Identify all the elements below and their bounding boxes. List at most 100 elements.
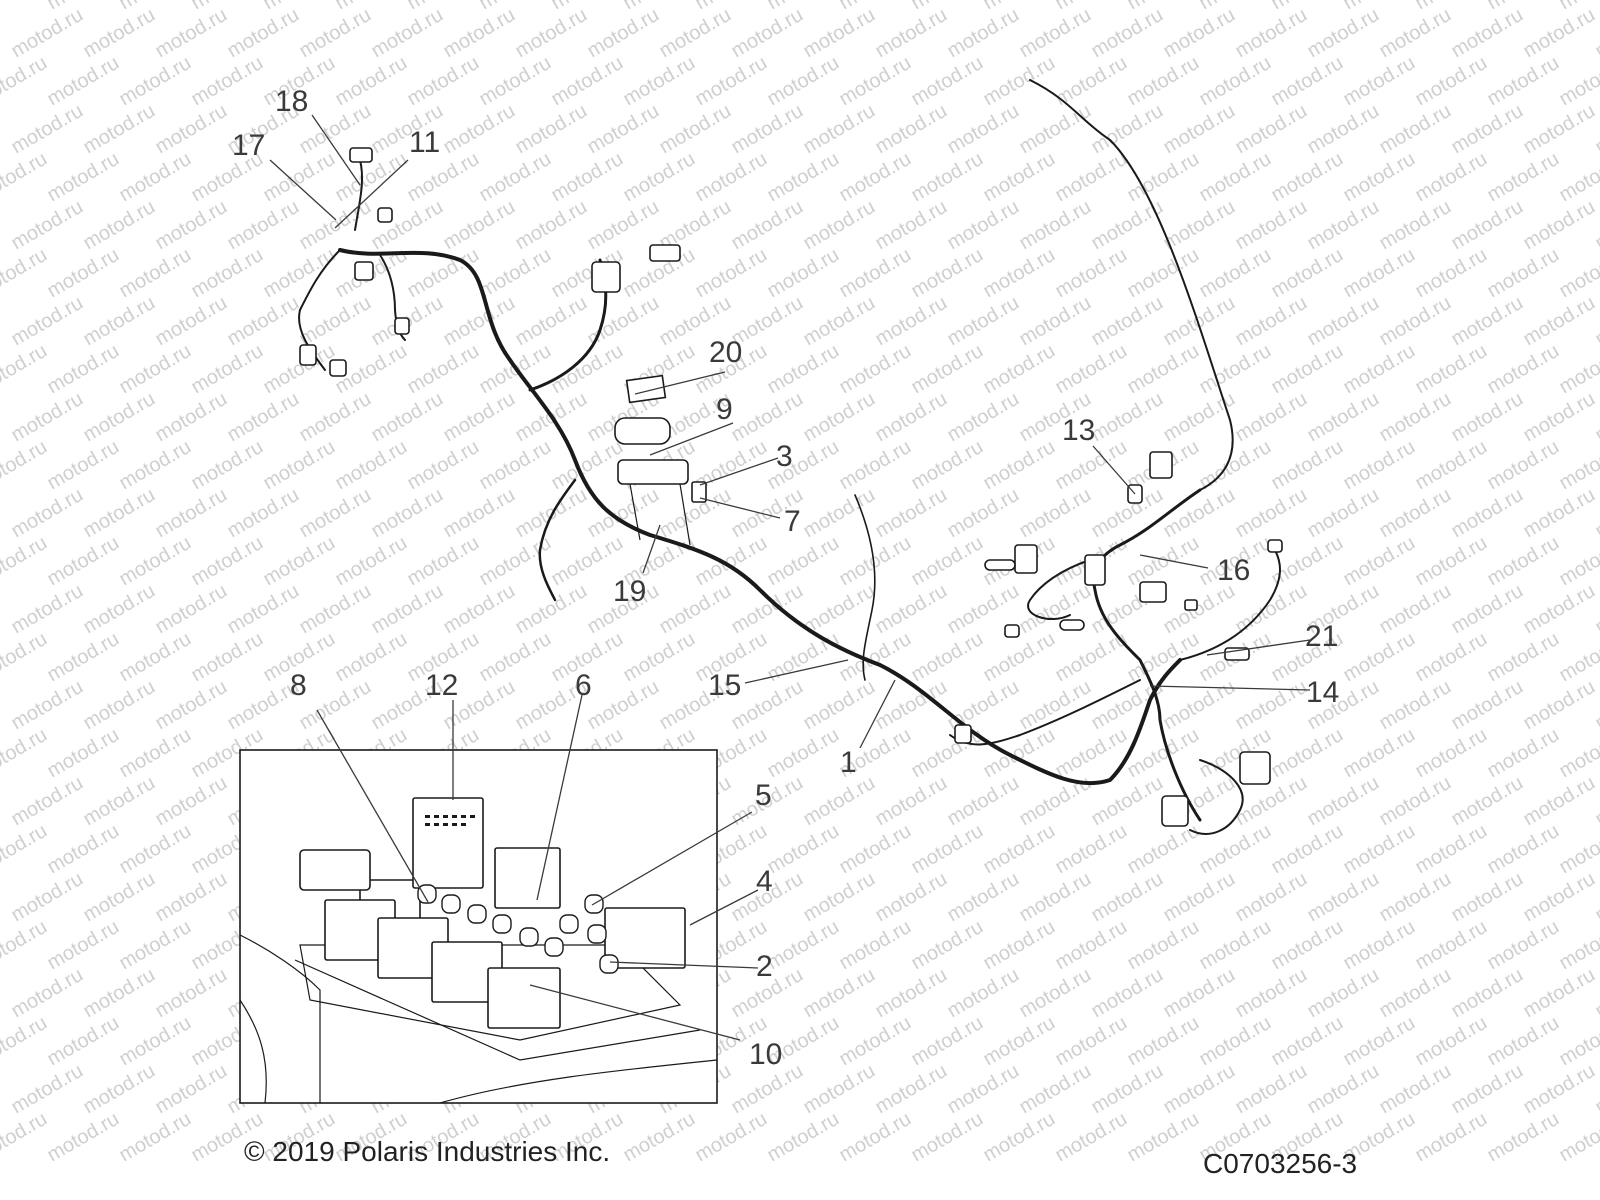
watermark-text: motod.ru bbox=[1304, 772, 1383, 831]
watermark-text: motod.ru bbox=[188, 628, 267, 687]
watermark-text: motod.ru bbox=[80, 580, 159, 639]
watermark-text: motod.ru bbox=[1232, 100, 1311, 159]
watermark-text: motod.ru bbox=[440, 196, 519, 255]
watermark-text: motod.ru bbox=[1448, 100, 1527, 159]
watermark-text: motod.ru bbox=[872, 868, 951, 927]
callout-10: 10 bbox=[749, 1038, 782, 1071]
watermark-text: motod.ru bbox=[512, 292, 591, 351]
watermark-text: motod.ru bbox=[800, 292, 879, 351]
watermark-text: motod.ru bbox=[1268, 148, 1347, 207]
watermark-text: motod.ru bbox=[836, 52, 915, 111]
watermark-text: motod.ru bbox=[1196, 0, 1275, 14]
watermark-text: motod.ru bbox=[872, 100, 951, 159]
watermark-text: motod.ru bbox=[116, 628, 195, 687]
watermark-text: motod.ru bbox=[1016, 1060, 1095, 1119]
watermark-text: motod.ru bbox=[1160, 484, 1239, 543]
watermark-text: motod.ru bbox=[1412, 436, 1491, 495]
label-part-20 bbox=[625, 374, 667, 404]
watermark-text: motod.ru bbox=[1520, 292, 1599, 351]
watermark-text: motod.ru bbox=[512, 196, 591, 255]
callout-21: 21 bbox=[1305, 620, 1338, 653]
watermark-text: motod.ru bbox=[1232, 868, 1311, 927]
watermark-text: motod.ru bbox=[1304, 388, 1383, 447]
watermark-text: motod.ru bbox=[584, 4, 663, 63]
watermark-text: motod.ru bbox=[1016, 964, 1095, 1023]
watermark-text: motod.ru bbox=[764, 340, 843, 399]
watermark-text: motod.ru bbox=[44, 1108, 123, 1167]
watermark-text: motod.ru bbox=[764, 724, 843, 783]
watermark-text: motod.ru bbox=[1268, 1012, 1347, 1071]
watermark-text: motod.ru bbox=[1448, 388, 1527, 447]
watermark-text: motod.ru bbox=[1484, 436, 1563, 495]
watermark-text: motod.ru bbox=[1304, 1060, 1383, 1119]
watermark-text: motod.ru bbox=[944, 964, 1023, 1023]
watermark-text: motod.ru bbox=[836, 436, 915, 495]
watermark-text: motod.ru bbox=[944, 292, 1023, 351]
watermark-text: motod.ru bbox=[1052, 148, 1131, 207]
watermark-text: motod.ru bbox=[44, 0, 123, 14]
watermark-text: motod.ru bbox=[1124, 916, 1203, 975]
watermark-text: motod.ru bbox=[692, 148, 771, 207]
watermark-text: motod.ru bbox=[1016, 292, 1095, 351]
watermark-text: motod.ru bbox=[1232, 388, 1311, 447]
watermark-text: motod.ru bbox=[980, 820, 1059, 879]
watermark-text: motod.ru bbox=[908, 436, 987, 495]
watermark-text: motod.ru bbox=[1052, 244, 1131, 303]
watermark-text: motod.ru bbox=[872, 196, 951, 255]
watermark-text: motod.ru bbox=[908, 148, 987, 207]
watermark-text: motod.ru bbox=[332, 628, 411, 687]
watermark-text: motod.ru bbox=[116, 1012, 195, 1071]
watermark-text: motod.ru bbox=[1016, 772, 1095, 831]
watermark-text: motod.ru bbox=[0, 820, 51, 879]
watermark-text: motod.ru bbox=[1412, 1108, 1491, 1167]
watermark-text: motod.ru bbox=[8, 1060, 87, 1119]
watermark-text: motod.ru bbox=[1448, 868, 1527, 927]
watermark-text: motod.ru bbox=[908, 340, 987, 399]
watermark-text: motod.ru bbox=[1448, 4, 1527, 63]
callout-17: 17 bbox=[232, 129, 265, 162]
watermark-text: motod.ru bbox=[764, 820, 843, 879]
watermark-text: motod.ru bbox=[152, 292, 231, 351]
watermark-text: motod.ru bbox=[1412, 1012, 1491, 1071]
watermark-text: motod.ru bbox=[188, 52, 267, 111]
watermark-text: motod.ru bbox=[836, 1108, 915, 1167]
watermark-text: motod.ru bbox=[1160, 580, 1239, 639]
watermark-text: motod.ru bbox=[0, 1108, 51, 1167]
watermark-text: motod.ru bbox=[764, 0, 843, 14]
watermark-text: motod.ru bbox=[872, 772, 951, 831]
harness-components bbox=[299, 147, 1283, 827]
watermark-text: motod.ru bbox=[1412, 244, 1491, 303]
watermark-text: motod.ru bbox=[764, 916, 843, 975]
watermark-text: motod.ru bbox=[620, 0, 699, 14]
callout-1: 1 bbox=[840, 746, 857, 779]
watermark-text: motod.ru bbox=[188, 436, 267, 495]
watermark-text: motod.ru bbox=[1340, 340, 1419, 399]
watermark-text: motod.ru bbox=[1124, 0, 1203, 14]
watermark-text: motod.ru bbox=[1376, 388, 1455, 447]
watermark-text: motod.ru bbox=[1088, 1060, 1167, 1119]
watermark-text: motod.ru bbox=[116, 0, 195, 14]
watermark-text: motod.ru bbox=[260, 340, 339, 399]
callout-7: 7 bbox=[784, 505, 801, 538]
watermark-text: motod.ru bbox=[8, 292, 87, 351]
watermark-text: motod.ru bbox=[1484, 532, 1563, 591]
watermark-text: motod.ru bbox=[8, 676, 87, 735]
watermark-text: motod.ru bbox=[0, 0, 51, 14]
watermark-text: motod.ru bbox=[368, 484, 447, 543]
watermark-text: motod.ru bbox=[1448, 292, 1527, 351]
watermark-text: motod.ru bbox=[152, 580, 231, 639]
watermark-text: motod.ru bbox=[1376, 772, 1455, 831]
watermark-text: motod.ru bbox=[1520, 676, 1599, 735]
watermark-text: motod.ru bbox=[1052, 916, 1131, 975]
watermark-text: motod.ru bbox=[1160, 292, 1239, 351]
watermark-text: motod.ru bbox=[116, 52, 195, 111]
watermark-text: motod.ru bbox=[1376, 580, 1455, 639]
watermark-text: motod.ru bbox=[692, 1108, 771, 1167]
watermark-text: motod.ru bbox=[8, 772, 87, 831]
watermark-text: motod.ru bbox=[1196, 820, 1275, 879]
watermark-text: motod.ru bbox=[980, 1012, 1059, 1071]
watermark-text: motod.ru bbox=[44, 532, 123, 591]
callout-9: 9 bbox=[716, 393, 733, 426]
watermark-text: motod.ru bbox=[1484, 628, 1563, 687]
